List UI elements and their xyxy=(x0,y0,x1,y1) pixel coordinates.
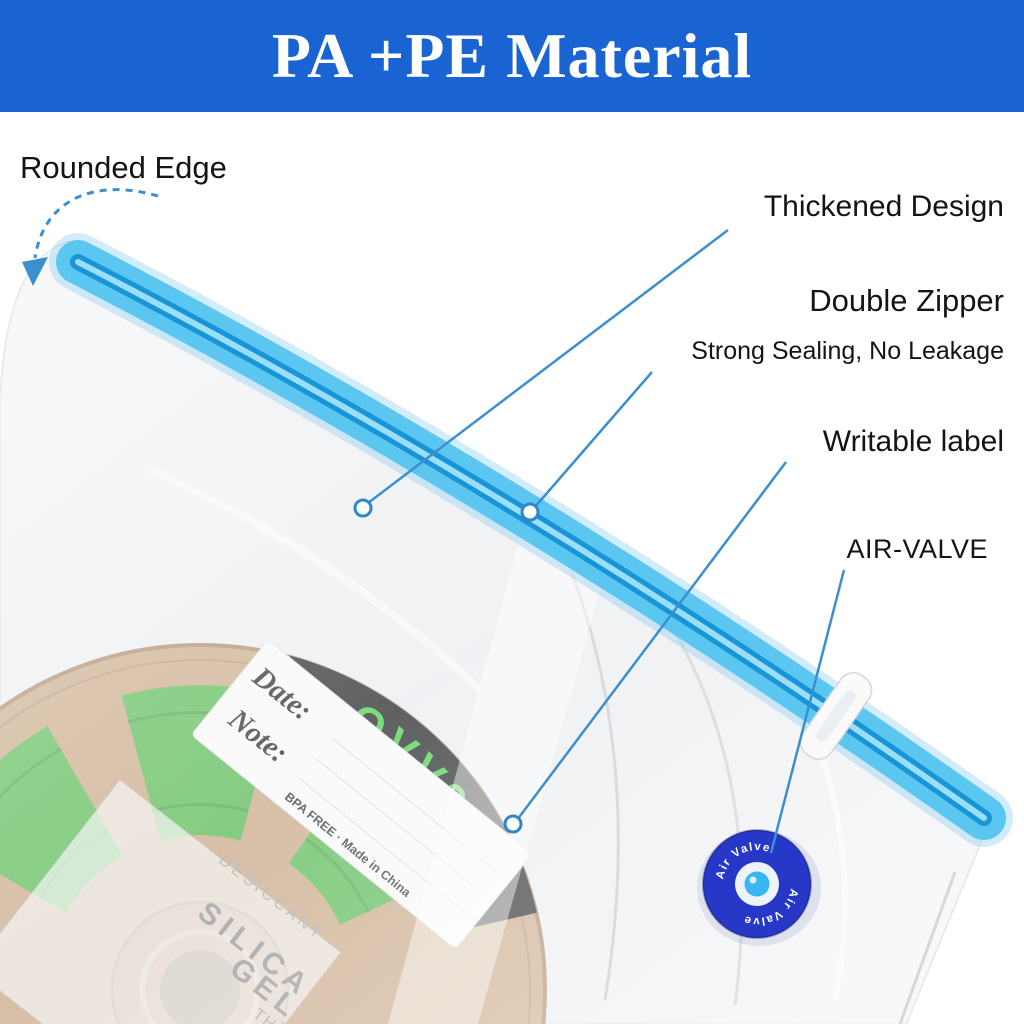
marker-thickened xyxy=(353,498,373,518)
callout-double-zipper: Double Zipper xyxy=(809,283,1004,318)
valve-highlight xyxy=(749,876,757,884)
header-banner: PA +PE Material xyxy=(0,0,1024,112)
marker-label xyxy=(503,814,523,834)
leader-lines xyxy=(367,229,846,854)
marker-zipper xyxy=(520,502,540,522)
bag-wrinkles xyxy=(148,466,957,1024)
plastic-film xyxy=(0,242,994,1024)
leader-valve xyxy=(769,569,846,854)
callout-rounded-edge: Rounded Edge xyxy=(20,150,227,185)
callout-thickened-design: Thickened Design xyxy=(763,190,1004,223)
arrow-curve xyxy=(33,188,159,259)
leader-label xyxy=(516,461,787,821)
air-valve: Air Valve Air Valve xyxy=(697,829,821,946)
leader-markers xyxy=(353,498,540,834)
leader-thickened xyxy=(367,229,729,504)
page-title: PA +PE Material xyxy=(271,20,753,91)
rounded-edge-arrow xyxy=(22,188,159,286)
arrow-head xyxy=(22,257,48,286)
valve-port xyxy=(744,871,770,897)
callout-writable-label: Writable label xyxy=(822,425,1004,458)
leader-zipper xyxy=(533,371,653,509)
callout-air-valve: AIR-VALVE xyxy=(846,534,988,564)
zipper-slider-clip xyxy=(799,672,873,760)
callout-strong-sealing: Strong Sealing, No Leakage xyxy=(691,337,1004,365)
